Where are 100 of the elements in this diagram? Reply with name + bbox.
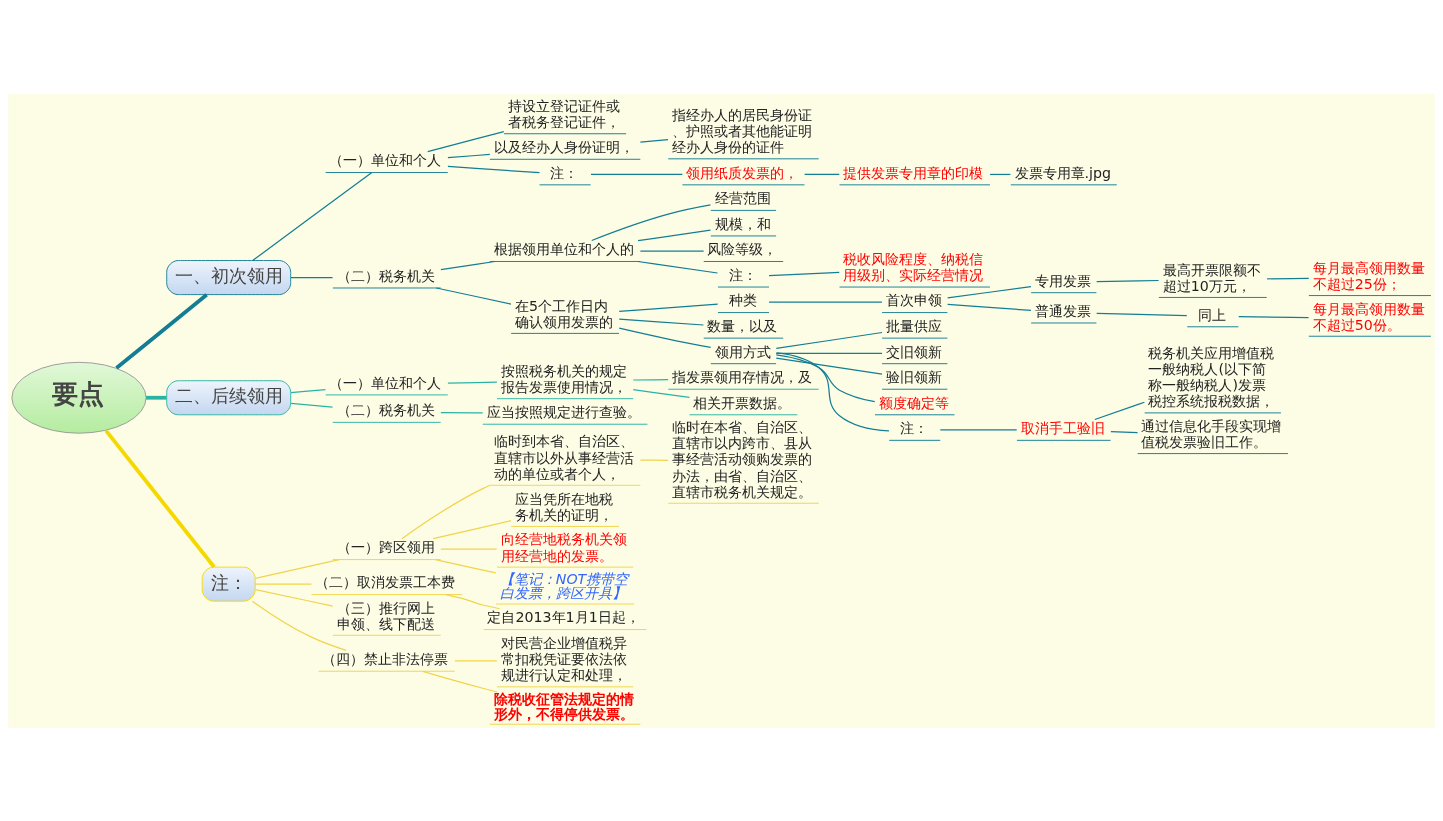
node-text: 税务机关应用增值税一般纳税人(以下简称一般纳税人)发票税控系统报税数据， xyxy=(1148,344,1275,409)
connector xyxy=(447,165,541,173)
connector xyxy=(637,260,719,274)
connector xyxy=(768,271,840,276)
connector xyxy=(632,388,691,398)
node-text: 【笔记：NOT携带空白发票，跨区开具】 xyxy=(499,570,629,601)
node-text: 临时到本省、自治区、直辖市以外从事经营活动的单位或者个人， xyxy=(493,432,634,482)
connector xyxy=(775,353,876,402)
node-text: 指发票领用存情况，及 xyxy=(672,368,813,385)
connector xyxy=(775,356,883,375)
connector xyxy=(775,352,883,354)
connector xyxy=(447,153,491,158)
node-text: 税收风险程度、纳税信用级别、实际经营情况 xyxy=(843,250,984,283)
node-text: 持设立登记证件或者税务登记证件， xyxy=(507,97,620,130)
node-box: 注： xyxy=(201,566,256,602)
connector xyxy=(440,260,496,270)
connector xyxy=(290,276,334,278)
connector xyxy=(1096,279,1160,282)
node-text: 应当凭所在地税务机关的证明， xyxy=(514,490,613,523)
node-text: 风险等级， xyxy=(707,240,778,257)
connector xyxy=(254,588,334,607)
node-text: （一）跨区领用 xyxy=(336,538,435,555)
connector xyxy=(401,484,491,539)
node-text: 每月最高领用数量不超过50份。 xyxy=(1312,300,1425,333)
node-text: 领用方式 xyxy=(714,343,771,360)
node-text: 数量，以及 xyxy=(707,317,778,334)
connector xyxy=(447,381,498,384)
node-text: 验旧领新 xyxy=(885,368,942,385)
connector xyxy=(1094,401,1146,420)
connector xyxy=(618,302,719,312)
connector xyxy=(290,402,334,408)
node-text: 向经营地税务机关领用经营地的发票。 xyxy=(500,530,627,564)
connector xyxy=(775,351,890,431)
connector xyxy=(115,292,208,369)
connector xyxy=(290,388,327,393)
connector xyxy=(637,229,712,241)
connector xyxy=(768,301,883,303)
connector xyxy=(422,670,498,693)
connector xyxy=(1238,315,1310,318)
connector xyxy=(440,411,484,414)
node-text: （二）税务机关 xyxy=(336,401,435,418)
node-text: 相关开票数据。 xyxy=(693,394,792,411)
connector xyxy=(989,173,1011,175)
node-text: 临时在本省、自治区、直辖市以内跨市、县从事经营活动领购发票的办法，由省、自治区、直辖市税务机关规定。 xyxy=(672,418,813,500)
node-text: 专用发票 xyxy=(1034,272,1091,289)
node-box: 一、初次领用 xyxy=(166,259,292,295)
node-text: 经营范围 xyxy=(714,189,771,206)
connector xyxy=(639,249,705,252)
connector xyxy=(435,286,512,305)
connector xyxy=(440,548,498,550)
connector xyxy=(252,171,373,261)
node-text: 种类 xyxy=(728,291,757,308)
connector xyxy=(1266,277,1310,279)
connector xyxy=(254,583,313,585)
node-text: 每月最高领用数量不超过25份； xyxy=(1312,259,1425,292)
node-text: （二）税务机关 xyxy=(336,267,435,284)
node-text: 以及经办人身份证明， xyxy=(493,138,634,155)
node-text: 同上 xyxy=(1198,306,1227,323)
node-text: 普通发票 xyxy=(1034,302,1091,319)
node-text: 注： xyxy=(728,266,757,283)
node-text: 领用纸质发票的， xyxy=(686,164,799,181)
node-text: 发票专用章.jpg xyxy=(1014,164,1112,181)
node-text: （一）单位和个人 xyxy=(329,374,442,391)
connector xyxy=(434,558,497,574)
connector xyxy=(254,558,340,579)
connector xyxy=(1096,312,1188,316)
connector xyxy=(432,519,512,539)
node-text: 在5个工作日内确认领用发票的 xyxy=(514,297,613,330)
connector xyxy=(632,378,669,381)
node-text: （一）单位和个人 xyxy=(329,151,442,168)
connector xyxy=(775,331,883,349)
connector xyxy=(454,659,498,661)
node-text: 首次申领 xyxy=(885,291,942,308)
node-text: 规模，和 xyxy=(714,215,771,232)
connector xyxy=(639,458,669,461)
connector xyxy=(590,173,683,175)
node-text: 应当按照规定进行查验。 xyxy=(486,403,641,420)
node-text: 最高开票限额不超过10万元， xyxy=(1162,261,1261,294)
node-text: 注： xyxy=(900,419,929,436)
node-text: 提供发票专用章的印模 xyxy=(843,164,984,181)
connector xyxy=(591,203,712,241)
node-text: （三）推行网上申领、线下配送 xyxy=(336,599,435,632)
connector xyxy=(1110,430,1139,433)
connector xyxy=(804,173,840,175)
node-text: （二）取消发票工本费 xyxy=(315,573,456,590)
node-text: 指经办人的居民身份证、护照或者其他能证明经办人身份的证件 xyxy=(672,106,813,155)
connector xyxy=(251,600,347,651)
node-text: 对民营企业增值税异常扣税凭证要依法依规进行认定和处理， xyxy=(500,634,627,683)
node-text: 额度确定等 xyxy=(878,394,949,411)
connector xyxy=(947,303,1032,311)
connector xyxy=(427,130,505,152)
node-text: 通过信息化手段实现增值税发票验旧工作。 xyxy=(1141,417,1282,450)
connector xyxy=(618,327,712,348)
node-ellipse: 要点 xyxy=(11,361,147,434)
node-text: 按照税务机关的规定报告发票使用情况， xyxy=(500,362,627,395)
node-text: 除税收征管法规定的情形外，不得停供发票。 xyxy=(493,690,634,722)
connector xyxy=(104,428,216,568)
node-text: 批量供应 xyxy=(885,317,942,334)
node-box: 二、后续领用 xyxy=(166,379,292,415)
node-text: 取消手工验旧 xyxy=(1020,419,1105,436)
